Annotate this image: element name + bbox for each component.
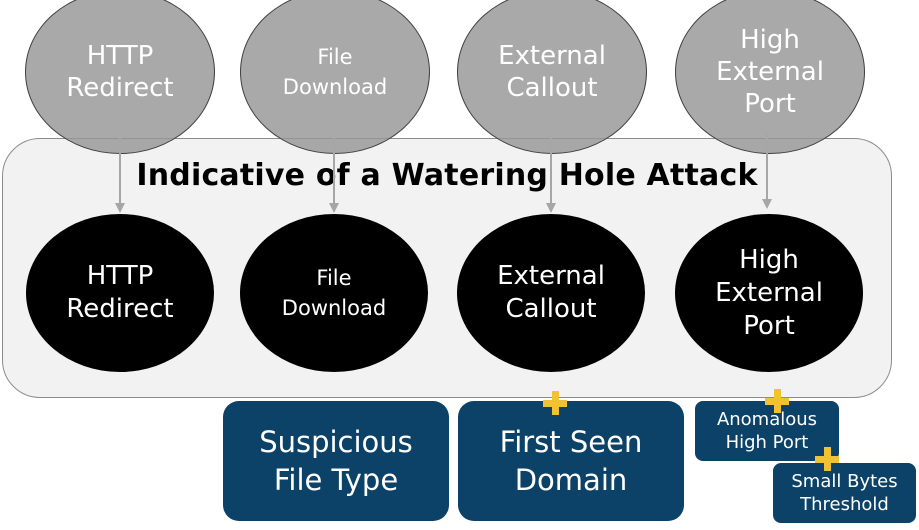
plus-icon: [765, 389, 789, 413]
qualifier-first-seen-domain: First Seen Domain: [458, 401, 684, 521]
top-node-high-external-port: High External Port: [675, 0, 865, 154]
inner-node-label: External Callout: [497, 261, 605, 324]
top-node-label: HTTP Redirect: [66, 41, 174, 103]
plus-icon: [543, 391, 567, 415]
top-node-label: File Download: [282, 45, 388, 99]
qualifier-anomalous-high-port: Anomalous High Port: [695, 401, 839, 461]
panel-title: Indicative of a Watering Hole Attack: [136, 158, 758, 193]
inner-node-label: File Download: [281, 266, 387, 320]
top-node-label: External Callout: [498, 41, 606, 103]
inner-node-label: HTTP Redirect: [66, 261, 174, 324]
inner-node-file-download: File Download: [240, 214, 428, 372]
plus-icon: [815, 447, 839, 471]
top-node-file-download: File Download: [240, 0, 430, 154]
top-node-label: High External Port: [716, 25, 824, 119]
top-node-http-redirect: HTTP Redirect: [25, 0, 215, 154]
inner-node-http-redirect: HTTP Redirect: [26, 214, 214, 372]
inner-node-label: High External Port: [715, 244, 823, 341]
qualifier-suspicious-file-type: Suspicious File Type: [223, 401, 449, 521]
inner-node-high-external-port: High External Port: [675, 214, 863, 372]
top-node-external-callout: External Callout: [457, 0, 647, 154]
qualifier-small-bytes-threshold: Small Bytes Threshold: [773, 463, 916, 523]
inner-node-external-callout: External Callout: [457, 214, 645, 372]
